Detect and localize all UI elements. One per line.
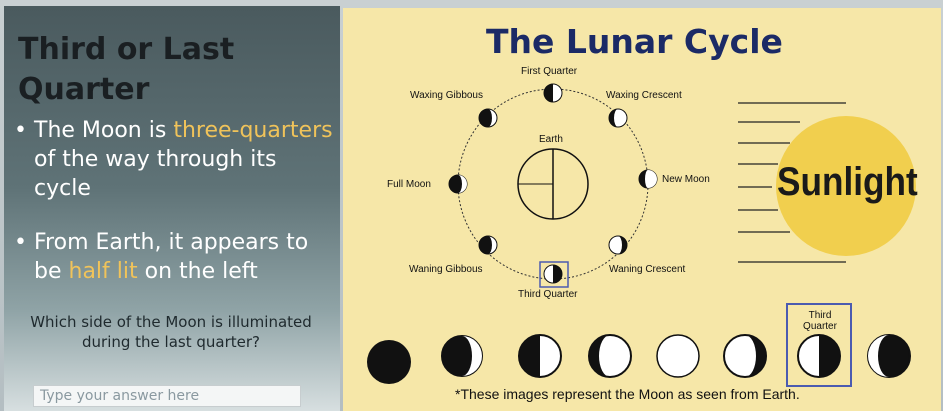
phase-third-quarter-icon [797, 334, 841, 378]
bullet-2-highlight: half lit [68, 259, 138, 284]
phase-first-quarter-icon [518, 334, 562, 378]
phase-waning-gibbous-icon [723, 334, 767, 378]
phase-waning-crescent-icon [867, 334, 911, 378]
label-waning-gibbous: Waning Gibbous [409, 264, 483, 275]
label-earth: Earth [539, 134, 563, 145]
moon-waning-crescent-icon [608, 235, 628, 255]
label-new-moon: New Moon [662, 174, 710, 185]
moon-third-quarter-icon [539, 261, 569, 288]
label-full-moon: Full Moon [387, 179, 431, 190]
sun-icon [776, 116, 916, 256]
slide-title: Third or Last Quarter [18, 32, 235, 107]
phase-highlight-box [786, 303, 852, 387]
moon-full-moon-icon [448, 174, 468, 194]
info-panel [4, 6, 340, 411]
bullet-1: • The Moon is three-quarters of the way … [14, 116, 334, 203]
sunlight-label: Sunlight [777, 160, 918, 204]
moon-first-quarter-icon [543, 83, 563, 103]
sunlight-rays [738, 102, 846, 263]
footnote: *These images represent the Moon as seen… [455, 386, 800, 402]
bullet-1-highlight: three-quarters [173, 118, 333, 143]
phase-highlight-label: Third Quarter [803, 310, 837, 332]
phase-waxing-crescent-icon [441, 335, 483, 377]
answer-input[interactable]: Type your answer here [33, 385, 301, 407]
bullet-dot-icon: • [14, 230, 27, 255]
label-third-quarter: Third Quarter [518, 289, 578, 300]
bullet-2-post: on the left [137, 259, 258, 284]
moon-waxing-gibbous-icon [478, 108, 498, 128]
label-waxing-gibbous: Waxing Gibbous [410, 90, 483, 101]
label-first-quarter: First Quarter [521, 66, 578, 77]
bullet-1-pre: The Moon is [34, 118, 174, 143]
label-waxing-crescent: Waxing Crescent [606, 90, 682, 101]
phase-waxing-gibbous-icon [588, 334, 632, 378]
moon-new-moon-icon [638, 169, 658, 189]
moon-waning-gibbous-icon [478, 235, 498, 255]
moon-waxing-crescent-icon [608, 108, 628, 128]
question-text: Which side of the Moon is illuminated du… [30, 313, 312, 351]
phase-full-moon-icon [656, 334, 700, 378]
earth-icon [517, 148, 589, 220]
phase-new-moon-icon [367, 340, 411, 384]
label-waning-crescent: Waning Crescent [609, 264, 686, 275]
phase-strip [367, 303, 911, 387]
bullet-2: • From Earth, it appears to be half lit … [14, 228, 334, 286]
bullet-2-pre: From Earth, it appears to be [34, 230, 309, 284]
bullet-1-post: of the way through its cycle [34, 147, 277, 201]
bullet-dot-icon: • [14, 118, 27, 143]
diagram-title: The Lunar Cycle [486, 22, 783, 61]
